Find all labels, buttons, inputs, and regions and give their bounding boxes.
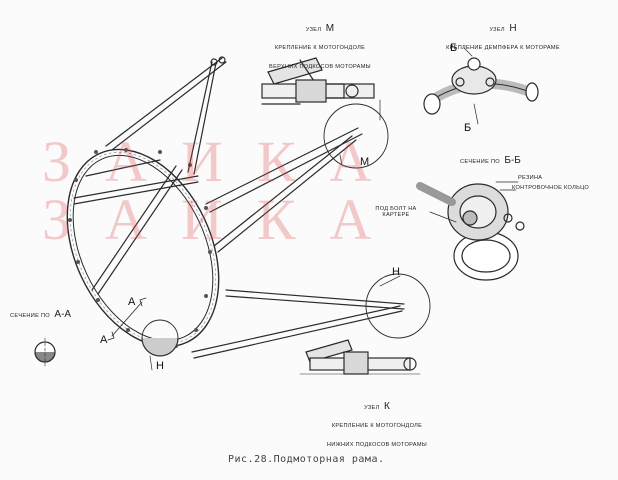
node-n-label: УЗЕЛ Н КРЕПЛЕНИЕ ДЕМПФЕРА К МОТОРАМЕ: [428, 18, 578, 55]
right-lower-strut-2: [191, 305, 403, 359]
node-n-letter: Н: [509, 23, 517, 34]
section-bb-letters: Б-Б: [504, 155, 521, 166]
marker-b-upper: Б: [450, 42, 458, 54]
section-bb-label: СЕЧЕНИЕ ПО Б-Б: [460, 150, 550, 168]
node-m-line1: КРЕПЛЕНИЕ К МОТОГОНДОЛЕ: [274, 45, 366, 52]
inner-cross: [73, 159, 199, 205]
section-aa-letters: А-А: [54, 309, 72, 320]
section-aa-label: СЕЧЕНИЕ ПО А-А: [10, 304, 80, 322]
node-k-word: УЗЕЛ: [364, 405, 380, 411]
node-k-drawing: [299, 339, 421, 375]
section-aa-text: СЕЧЕНИЕ ПО: [10, 313, 50, 319]
section-bb-drawing: [416, 181, 525, 281]
section-aa-drawing: [34, 337, 56, 367]
node-k-line2: НИЖНИХ ПОДКОСОВ МОТОРАМЫ: [326, 441, 428, 448]
bolt-callout-line2: КАРТЕРЕ: [382, 212, 410, 219]
bolt-callout: ПОД БОЛТ НА КАРТЕРЕ: [366, 206, 426, 219]
node-n-word: УЗЕЛ: [489, 27, 505, 33]
detail-circle-m: [323, 103, 389, 169]
section-bb-text: СЕЧЕНИЕ ПО: [460, 159, 500, 165]
node-m-drawing: [261, 57, 375, 105]
marker-m: М: [360, 156, 370, 168]
lock-ring-callout: КОНТРОВОЧНОЕ КОЛЬЦО: [512, 185, 590, 191]
right-upper-strut: [205, 127, 363, 213]
node-m-word: УЗЕЛ: [305, 27, 322, 33]
node-k-letter: К: [384, 401, 390, 412]
marker-b-lower: Б: [464, 122, 472, 134]
bolt-callout-line1: ПОД БОЛТ НА: [375, 206, 417, 212]
marker-a-lower: А: [100, 334, 108, 346]
node-n-drawing: [423, 47, 539, 125]
figure-caption: Рис.28.Подмоторная рама.: [228, 454, 385, 465]
detail-circle-h-right: [365, 273, 431, 339]
right-lower-strut: [225, 289, 405, 310]
node-n-line1: КРЕПЛЕНИЕ ДЕМПФЕРА К МОТОРАМЕ: [446, 45, 560, 52]
marker-a-upper: А: [128, 296, 136, 308]
node-m-line2: ВЕРХНИХ ПОДКОСОВ МОТОРАМЫ: [269, 63, 371, 70]
engine-mount-ring: [66, 148, 220, 348]
upper-strut: [105, 57, 227, 151]
rubber-callout: РЕЗИНА: [518, 175, 543, 181]
node-k-label: УЗЕЛ К КРЕПЛЕНИЕ К МОТОГОНДОЛЕ НИЖНИХ ПО…: [312, 396, 442, 451]
marker-h-right: Н: [392, 266, 400, 278]
inner-diagonal: [91, 165, 183, 295]
watermark-line-1: ЗАИКА: [42, 129, 406, 194]
watermark-line-2: ЗАИКА: [42, 187, 406, 252]
node-k-line1: КРЕПЛЕНИЕ К МОТОГОНДОЛЕ: [331, 423, 423, 430]
node-m-label: УЗЕЛ М КРЕПЛЕНИЕ К МОТОГОНДОЛЕ ВЕРХНИХ П…: [250, 18, 390, 73]
upper-strut-2: [187, 61, 217, 175]
marker-h-bottom: Н: [156, 360, 164, 372]
node-m-letter: М: [325, 23, 335, 34]
